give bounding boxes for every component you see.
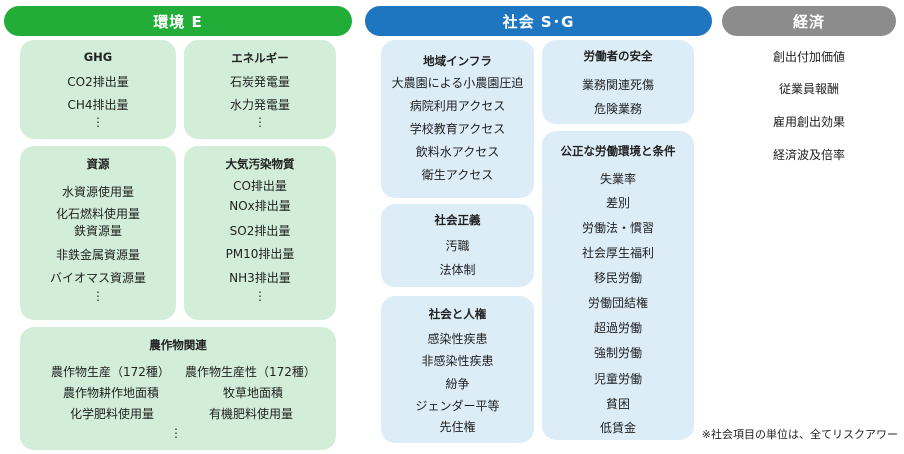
more-dots: ⋮ (254, 289, 266, 303)
labor-item: 失業率 (599, 172, 636, 186)
justice-item: 法体制 (439, 263, 476, 277)
resources-title: 資源 (86, 157, 110, 171)
rights-item: ジェンダー平等 (415, 399, 500, 413)
resources-item: バイオマス資源量 (49, 271, 146, 285)
economy-item: 経済波及倍率 (772, 148, 845, 162)
labor-item: 児童労働 (593, 372, 642, 386)
economy-item: 従業員報酬 (778, 82, 839, 96)
env-header-label: 環境 E (153, 12, 203, 31)
economy-item: 雇用創出効果 (772, 115, 845, 129)
soc-header-label: 社会 S･G (502, 12, 575, 31)
economy-item: 創出付加価値 (772, 50, 845, 64)
labor-item: 超過労働 (593, 321, 642, 335)
ghg-box: GHG CO2排出量 CH4排出量 ⋮ (20, 40, 176, 139)
infra-item: 衛生アクセス (421, 168, 494, 182)
agri-item: 化学肥料使用量 (70, 407, 155, 421)
air-item: PM10排出量 (225, 247, 295, 261)
air-item: SO2排出量 (229, 224, 291, 238)
labor-item: 社会厚生福利 (581, 246, 654, 260)
more-dots: ⋮ (92, 115, 104, 129)
infra-item: 大農園による小農園圧迫 (391, 76, 524, 90)
justice-item: 汚職 (445, 239, 470, 253)
social-justice-box: 社会正義 汚職 法体制 (381, 204, 534, 287)
agri-item: 農作物生産（172種） (51, 365, 170, 379)
rights-item: 感染性疾患 (427, 332, 488, 346)
eco-header: 経済 (722, 6, 896, 36)
labor-item: 貧困 (605, 397, 630, 411)
agri-item: 農作物耕作地面積 (63, 386, 160, 400)
air-pollutants-box: 大気汚染物質 CO排出量 NOx排出量 SO2排出量 PM10排出量 NH3排出… (184, 146, 336, 320)
energy-item: 石炭発電量 (229, 75, 290, 89)
eco-header-label: 経済 (792, 12, 825, 31)
agri-item: 有機肥料使用量 (209, 407, 294, 421)
energy-box: エネルギー 石炭発電量 水力発電量 ⋮ (184, 40, 336, 139)
infra-item: 病院利用アクセス (409, 99, 506, 113)
resources-item: 水資源使用量 (61, 185, 134, 199)
fair-labor-title: 公正な労働環境と条件 (560, 144, 676, 158)
human-rights-box: 社会と人権 感染性疾患 非感染性疾患 紛争 ジェンダー平等 先住権 (381, 296, 534, 443)
resources-item: 鉄資源量 (73, 224, 122, 238)
safety-item: 危険業務 (593, 102, 642, 116)
ghg-item: CO2排出量 (67, 75, 129, 89)
resources-item: 非鉄金属資源量 (55, 248, 140, 262)
labor-item: 低賃金 (599, 421, 636, 435)
soc-header: 社会 S･G (365, 6, 712, 36)
worker-safety-box: 労働者の安全 業務関連死傷 危険業務 (542, 40, 694, 124)
infra-item: 学校教育アクセス (409, 122, 506, 136)
agri-item: 農作物生産性（172種） (185, 365, 316, 379)
labor-item: 強制労働 (593, 346, 642, 360)
more-dots: ⋮ (254, 115, 266, 129)
labor-item: 労働法・慣習 (581, 221, 654, 235)
resources-box: 資源 水資源使用量 化石燃料使用量 鉄資源量 非鉄金属資源量 バイオマス資源量 … (20, 146, 176, 320)
rights-item: 先住権 (439, 420, 476, 434)
more-dots: ⋮ (92, 289, 104, 303)
social-justice-title: 社会正義 (434, 213, 481, 227)
air-pollutants-title: 大気汚染物質 (225, 157, 295, 171)
labor-item: 差別 (605, 196, 630, 210)
rights-item: 紛争 (445, 377, 470, 391)
safety-item: 業務関連死傷 (581, 78, 654, 92)
infra-box: 地域インフラ 大農園による小農園圧迫 病院利用アクセス 学校教育アクセス 飲料水… (381, 40, 534, 198)
rights-item: 非感染性疾患 (421, 354, 494, 368)
energy-item: 水力発電量 (229, 98, 290, 112)
ghg-title: GHG (83, 50, 113, 64)
air-item: CO排出量 (233, 179, 287, 193)
agriculture-box: 農作物関連 農作物生産（172種） 農作物生産性（172種） 農作物耕作地面積 … (20, 327, 336, 450)
air-item: NH3排出量 (229, 271, 291, 285)
labor-item: 労働団結権 (587, 296, 648, 310)
worker-safety-title: 労働者の安全 (583, 49, 653, 63)
air-item: NOx排出量 (229, 199, 291, 213)
resources-item: 化石燃料使用量 (55, 207, 140, 221)
agriculture-title: 農作物関連 (149, 338, 207, 352)
footnote: ※社会項目の単位は、全てリスクアワー (701, 428, 898, 441)
agri-item: 牧草地面積 (223, 386, 284, 400)
fair-labor-box: 公正な労働環境と条件 失業率 差別 労働法・慣習 社会厚生福利 移民労働 労働団… (542, 131, 694, 440)
infra-title: 地域インフラ (423, 54, 492, 68)
labor-item: 移民労働 (593, 271, 642, 285)
human-rights-title: 社会と人権 (428, 307, 487, 321)
infra-item: 飲料水アクセス (415, 145, 500, 159)
more-dots: ⋮ (170, 426, 182, 440)
energy-title: エネルギー (231, 51, 289, 65)
env-header: 環境 E (4, 6, 352, 36)
ghg-item: CH4排出量 (67, 98, 129, 112)
